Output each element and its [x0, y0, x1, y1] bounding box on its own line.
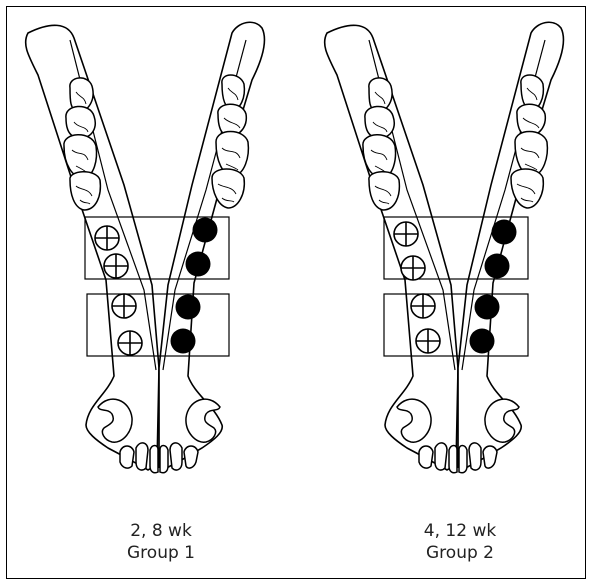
open-implant-icon	[411, 294, 435, 318]
open-implant-icon	[104, 254, 128, 278]
group-1-label: Group 1	[61, 542, 261, 564]
open-implant-icon	[401, 256, 425, 280]
group-2-label: Group 2	[360, 542, 560, 564]
open-implant-icon	[394, 222, 418, 246]
open-implant-icon	[95, 226, 119, 250]
filled-implant-icon	[475, 295, 500, 320]
group-1-caption: 2, 8 wk Group 1	[61, 520, 261, 564]
filled-implant-icon	[492, 220, 517, 245]
filled-implant-icon	[186, 252, 211, 277]
open-implant-icon	[118, 331, 142, 355]
group-2-timepoints: 4, 12 wk	[360, 520, 560, 542]
open-implant-icon	[416, 329, 440, 353]
filled-implant-icon	[176, 295, 201, 320]
filled-implant-icon	[470, 329, 495, 354]
filled-implant-icon	[485, 254, 510, 279]
group-2-caption: 4, 12 wk Group 2	[360, 520, 560, 564]
group-1-timepoints: 2, 8 wk	[61, 520, 261, 542]
open-implant-icon	[112, 294, 136, 318]
filled-implant-icon	[193, 218, 218, 243]
filled-implant-icon	[171, 329, 196, 354]
